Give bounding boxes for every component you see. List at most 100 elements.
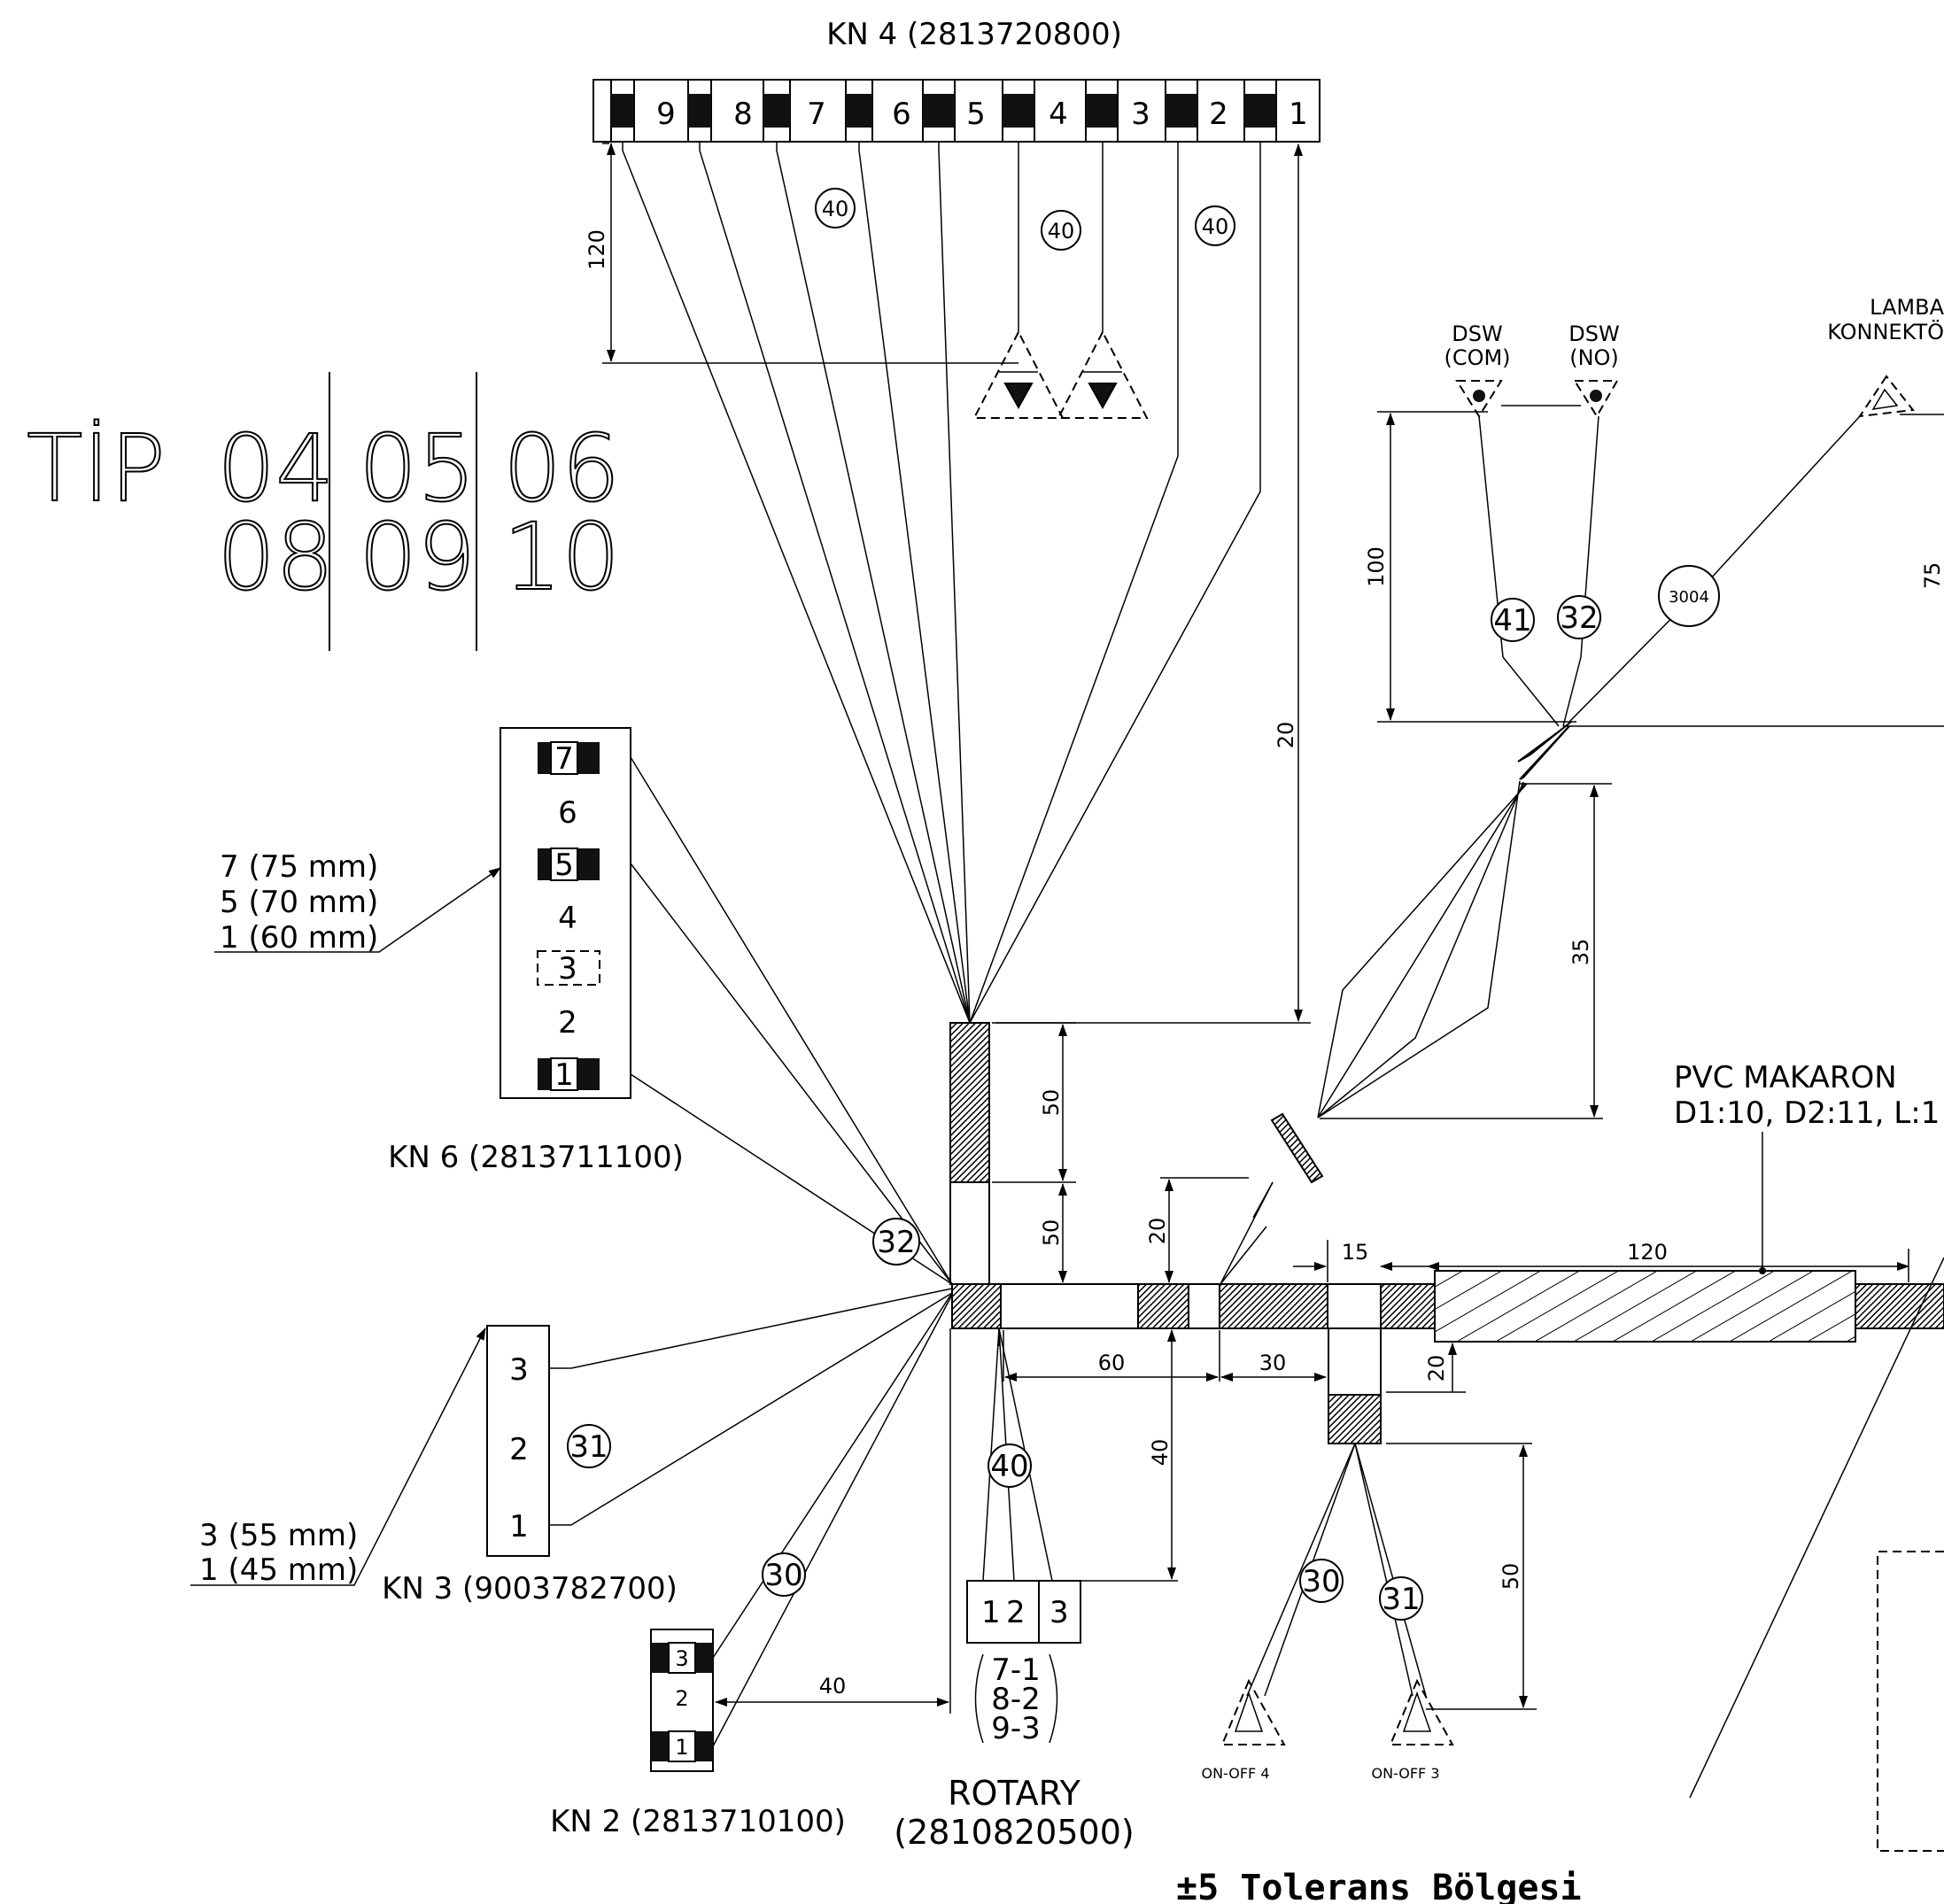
svg-text:120: 120: [1627, 1240, 1668, 1265]
tip-code-05: 05: [359, 414, 476, 522]
tolerance-zone-label: ±5 Tolerans Bölgesi: [1176, 1868, 1582, 1904]
kn3-pin-1: 1: [509, 1509, 529, 1544]
svg-text:50: 50: [1499, 1563, 1523, 1591]
svg-text:50: 50: [1039, 1219, 1064, 1247]
svg-text:DSW: DSW: [1452, 321, 1502, 346]
branch-tube-lower: [1270, 1112, 1324, 1184]
svg-text:32: 32: [877, 1225, 915, 1260]
svg-text:1: 1: [554, 1057, 574, 1093]
kn6-housing: [500, 727, 631, 1099]
kn4-pin-6: 6: [845, 79, 911, 143]
kn4-pin-label: 6: [892, 97, 911, 132]
kn4-housing: [592, 79, 1321, 143]
kn2-pin-1: 1: [651, 1730, 713, 1762]
kn6-label: KN 6 (2813711100): [388, 1140, 684, 1175]
svg-text:40: 40: [819, 1674, 847, 1699]
svg-text:KONNEKTÖ: KONNEKTÖ: [1827, 319, 1944, 344]
tip-code-04: 04: [217, 414, 334, 522]
dim-30: 30: [1220, 1351, 1327, 1382]
kn6-pin-6: 6: [558, 795, 577, 831]
svg-text:40: 40: [990, 1449, 1028, 1484]
svg-text:PVC MAKARON: PVC MAKARON: [1674, 1060, 1897, 1095]
tip-prefix: TİP: [27, 414, 166, 522]
wire-tag: 40: [1041, 210, 1081, 251]
svg-text:30: 30: [1259, 1351, 1287, 1375]
rotary-map-3: 9-3: [991, 1711, 1041, 1746]
kn4-pin-label: 3: [1131, 97, 1150, 132]
dsw-com-terminal: DSW (COM): [1444, 321, 1511, 418]
dim-40-vertical: 40: [1054, 1329, 1178, 1582]
kn4-pin-label: 8: [733, 97, 753, 132]
kn3-note-3: 3 (55 mm): [199, 1518, 358, 1553]
wire-tag: 32: [1557, 595, 1601, 639]
lamba-terminal: LAMBA KONNEKTÖ: [1827, 295, 1944, 418]
kn2-connector: 3 2 1 KN 2 (2813710100): [550, 1292, 953, 1839]
kn2-pin-2: 2: [675, 1686, 688, 1711]
dim-15: 15: [1293, 1240, 1428, 1282]
dim-20-right: 20: [1386, 1343, 1466, 1393]
tolerance-zone-frame: [1689, 1257, 1944, 1852]
kn4-pin-label: 7: [807, 97, 826, 132]
kn4-pin-7: 7: [763, 79, 826, 143]
kn6-connector: 7 6 5 4 3 2 1 KN 6 (2813711100) 7 (75 mm…: [214, 727, 953, 1285]
wire-tag: 3004: [1658, 565, 1720, 627]
svg-text:40: 40: [1202, 214, 1229, 239]
svg-text:60: 60: [1098, 1351, 1126, 1375]
wire-tag: 31: [567, 1424, 611, 1468]
svg-text:1: 1: [675, 1735, 688, 1760]
dim-120-horizontal: 120: [1427, 1240, 1909, 1282]
wire-tag: 40: [1195, 205, 1235, 246]
on-off-4-label: ON-OFF 4: [1201, 1765, 1269, 1782]
tip-code-09: 09: [359, 503, 476, 611]
pvc-sleeve: [1434, 1270, 1856, 1343]
kn2-pin-3: 3: [651, 1642, 713, 1674]
kn2-label: KN 2 (2813710100): [550, 1804, 846, 1839]
svg-text:(COM): (COM): [1444, 345, 1510, 370]
dim-120-vertical: 120: [585, 143, 1018, 364]
dim-60: 60: [1003, 1330, 1220, 1382]
kn6-pin-2: 2: [558, 1005, 577, 1041]
dim-100: 100: [1364, 411, 1576, 723]
kn4-ground-terminals: [972, 329, 1149, 419]
rotary-housing: [966, 1580, 1081, 1644]
wire-tag: 31: [1379, 1576, 1423, 1621]
kn3-housing: [486, 1325, 550, 1557]
svg-text:3004: 3004: [1669, 588, 1709, 607]
svg-text:15: 15: [1342, 1240, 1369, 1265]
svg-text:50: 50: [1039, 1089, 1064, 1117]
kn4-pin-2: 2: [1165, 79, 1228, 143]
kn4-pin-3: 3: [1085, 79, 1150, 143]
svg-text:32: 32: [1560, 600, 1598, 636]
wire-tag: 32: [872, 1218, 920, 1265]
on-off-3-label: ON-OFF 3: [1371, 1765, 1439, 1782]
kn3-pin-2: 2: [509, 1432, 529, 1467]
rotary-pin-1: 1: [981, 1595, 1001, 1630]
tip-title-block: TİP 04 05 06 08 09 10: [26, 372, 621, 651]
kn6-note-7: 7 (75 mm): [220, 849, 378, 885]
rotary-pin-2: 2: [1006, 1595, 1026, 1630]
dim-50-upper: 50: [992, 1022, 1076, 1183]
rotary-map-2: 8-2: [991, 1682, 1041, 1717]
kn4-pin-label: 2: [1209, 97, 1228, 132]
svg-text:(NO): (NO): [1569, 345, 1619, 370]
kn3-connector: 3 2 1 KN 3 (9003782700) 3 (55 mm) 1 (45 …: [190, 1288, 953, 1606]
kn6-pin-1: 1: [538, 1057, 600, 1093]
svg-text:41: 41: [1493, 603, 1531, 639]
kn4-pin-label: 4: [1049, 97, 1068, 132]
dim-50-right: 50: [1386, 1443, 1537, 1710]
kn4-pin-label: 9: [656, 97, 676, 132]
rotary-label: ROTARY: [948, 1774, 1081, 1813]
svg-text:35: 35: [1568, 939, 1593, 966]
svg-text:3: 3: [558, 951, 577, 987]
svg-text:5: 5: [554, 848, 574, 883]
kn4-pin-9: 9: [610, 79, 676, 143]
branch-tube-upper: [1517, 721, 1572, 762]
kn4-pin-5: 5: [922, 79, 986, 143]
rotary-code: (2810820500): [894, 1813, 1134, 1852]
svg-text:100: 100: [1364, 546, 1389, 587]
kn6-note-5: 5 (70 mm): [220, 885, 378, 920]
on-off-branch: ON-OFF 4 ON-OFF 3: [1201, 1443, 1454, 1782]
kn6-pin-3: 3: [537, 950, 600, 987]
svg-text:120: 120: [585, 229, 609, 270]
